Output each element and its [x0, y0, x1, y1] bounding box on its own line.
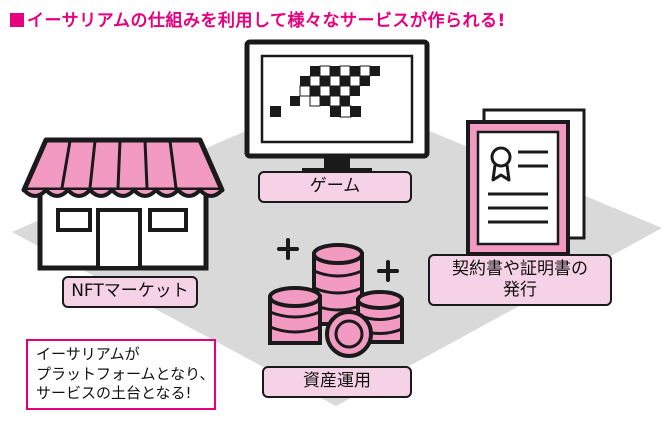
platform-note: イーサリアムが プラットフォームとなり、 サービスの土台となる! — [26, 339, 216, 410]
shop-icon — [21, 137, 225, 271]
label-game: ゲーム — [258, 171, 412, 203]
monitor-icon — [244, 39, 430, 175]
label-certificate-line2: 発行 — [503, 280, 537, 300]
title-bullet-icon — [10, 13, 24, 27]
coin-stack-icon — [268, 243, 404, 358]
label-certificate-line1: 契約書や証明書の — [452, 258, 588, 279]
page-title: イーサリアムの仕組みを利用して様々なサービスが作られる! — [10, 6, 506, 31]
certificate-icon — [466, 108, 586, 256]
label-asset-management-text: 資産運用 — [303, 371, 371, 392]
title-text: イーサリアムの仕組みを利用して様々なサービスが作られる! — [27, 11, 506, 31]
label-nft-market: NFTマーケット — [62, 276, 198, 308]
sparkle-icon — [277, 238, 399, 282]
note-line-3: サービスの土台となる! — [36, 384, 192, 402]
label-game-text: ゲーム — [309, 176, 361, 197]
label-asset-management: 資産運用 — [262, 366, 412, 398]
label-nft-market-text: NFTマーケット — [71, 281, 189, 302]
label-certificate: 契約書や証明書の 発行 — [428, 254, 612, 306]
note-line-2: プラットフォームとなり、 — [36, 364, 215, 383]
note-line-1: イーサリアムが — [36, 345, 140, 363]
